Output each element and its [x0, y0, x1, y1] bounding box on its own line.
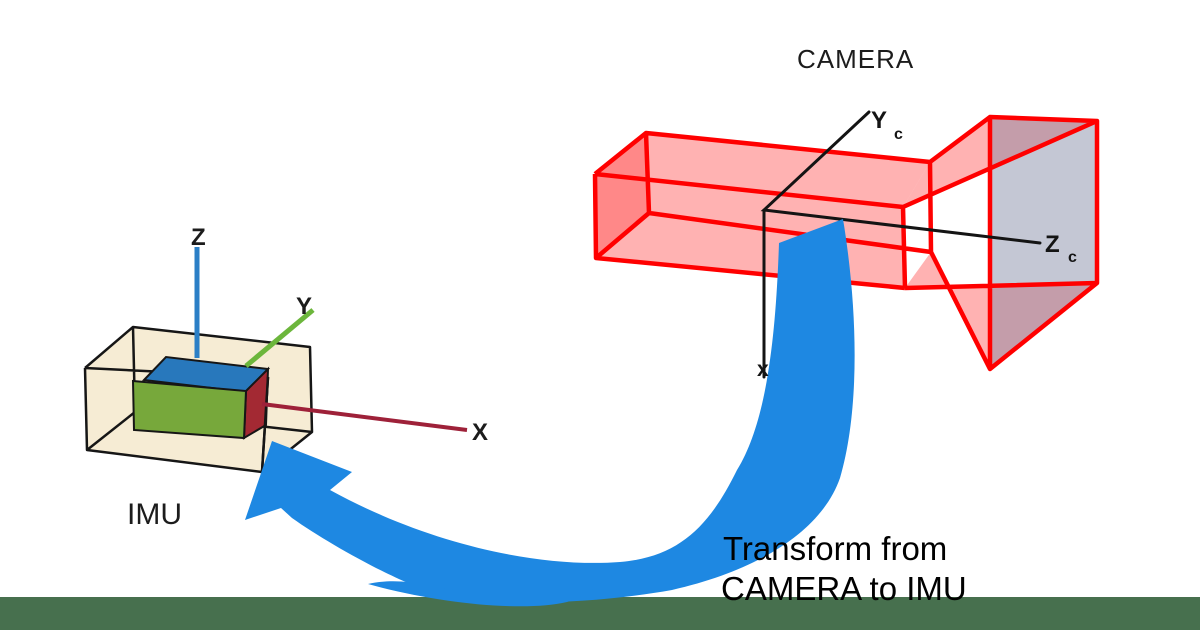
camera-y-axis-subscript: c [894, 126, 903, 143]
camera-wireframe-edges [592, 114, 1100, 372]
camera-z-axis-label: Z [1045, 231, 1060, 258]
camera-title: CAMERA [797, 44, 914, 74]
caption-line-2: CAMERA to IMU [721, 570, 967, 607]
imu-z-axis-label: Z [191, 224, 206, 251]
imu-box-front-face [131, 379, 248, 440]
transform-arrow [245, 219, 855, 607]
curved-arrow-tail-flick [368, 581, 593, 607]
camera-frustum-far-face [990, 117, 1097, 369]
imu-case-front-right-edge [260, 376, 270, 473]
camera-axes-lines [760, 110, 1042, 379]
footer-band [0, 597, 1200, 630]
camera-x-axis-label: x [757, 358, 769, 381]
curved-arrow-body [245, 219, 855, 603]
camera-y-axis-label: Y [871, 107, 887, 134]
imu-figure [83, 247, 468, 474]
imu-x-axis-line [261, 402, 468, 432]
caption-line-1: Transform from [723, 530, 947, 567]
imu-title: IMU [127, 498, 182, 531]
camera-frustum-bottom-face [905, 252, 1097, 369]
camera-box-top-face [595, 133, 930, 207]
camera-figure [592, 110, 1100, 379]
imu-y-axis-label: Y [296, 293, 312, 320]
imu-x-axis-label: X [472, 419, 488, 446]
imu-y-axis-line [244, 308, 315, 368]
camera-z-axis-subscript: c [1068, 249, 1077, 266]
